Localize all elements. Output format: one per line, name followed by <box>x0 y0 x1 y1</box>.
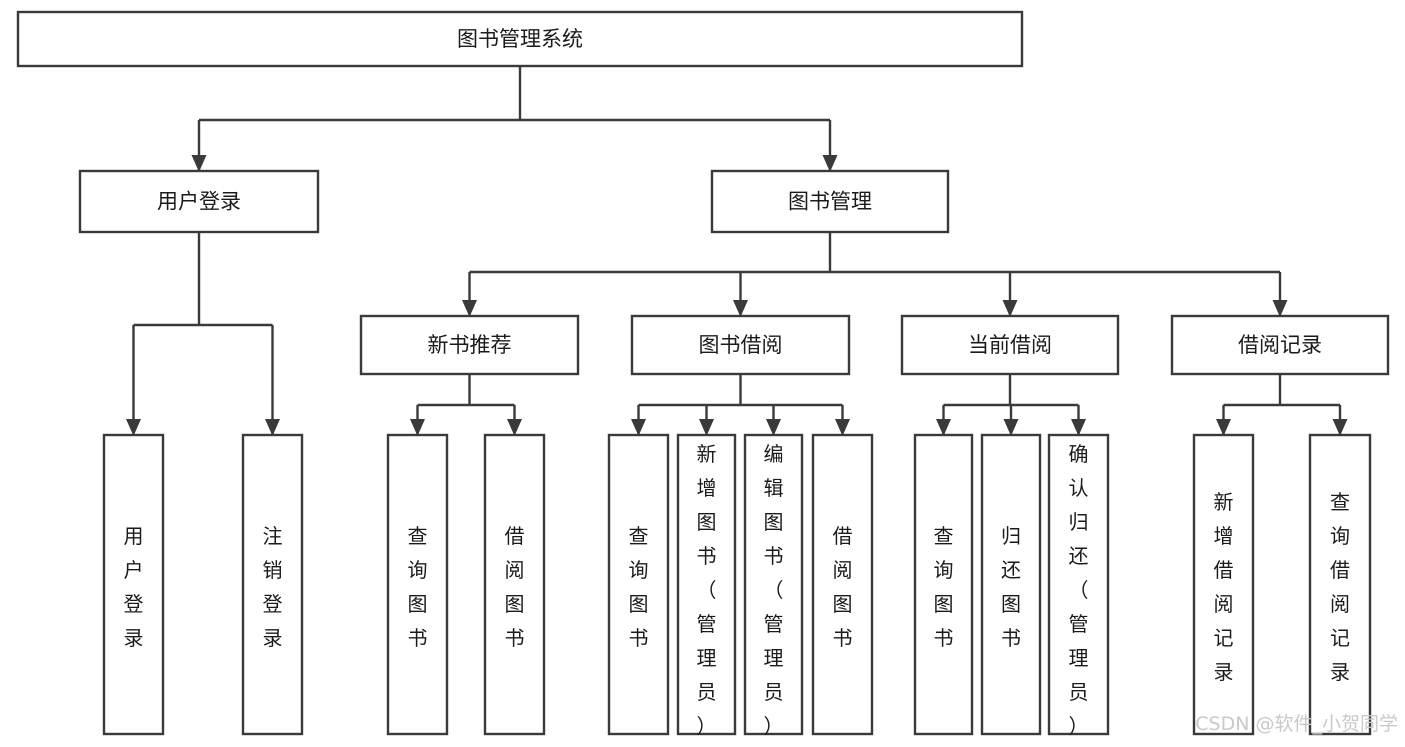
node-查询借阅记录-leaf-12[interactable]: 查询借阅记录 <box>1308 433 1372 736</box>
bookmgmt-to-l3-arrow-2 <box>1002 300 1018 317</box>
node-新增借阅记录-leaf-11-label: 新增借阅记录 <box>1214 490 1234 684</box>
node-查询图书-leaf-8-box[interactable] <box>913 433 974 736</box>
node-图书管理-l2-label: 图书管理 <box>788 190 872 214</box>
node-图书管理系统-root[interactable]: 图书管理系统 <box>16 10 1024 68</box>
node-新书推荐-to-leaves-arrow-1 <box>507 419 522 436</box>
node-新书推荐-l3-box[interactable] <box>359 314 580 376</box>
node-注销登录-leaf-1[interactable]: 注销登录 <box>241 433 304 736</box>
login-to-leaves-arrow-1 <box>265 419 280 436</box>
node-当前借阅-l3-box[interactable] <box>900 314 1120 376</box>
node-layer: 图书管理系统用户登录图书管理新书推荐图书借阅当前借阅借阅记录用户登录注销登录查询… <box>16 10 1390 738</box>
node-借阅图书-leaf-7-box[interactable] <box>811 433 874 736</box>
node-编辑图书管理员-leaf-6-box[interactable] <box>743 433 804 736</box>
node-新书推荐-to-leaves-arrow-0 <box>410 419 425 436</box>
node-新增图书管理员-leaf-5-label: 新增图书（管理员） <box>697 442 717 738</box>
node-确认归还管理员-leaf-10-label: 确认归还（管理员） <box>1069 442 1089 738</box>
node-注销登录-leaf-1-label: 注销登录 <box>263 524 283 650</box>
node-编辑图书管理员-leaf-6[interactable]: 编辑图书（管理员） <box>743 433 804 738</box>
node-图书管理系统-root-label: 图书管理系统 <box>457 27 583 51</box>
node-用户登录-leaf-0-label: 用户登录 <box>124 524 144 650</box>
node-当前借阅-to-leaves-arrow-2 <box>1071 419 1086 436</box>
node-查询图书-leaf-4[interactable]: 查询图书 <box>607 433 670 736</box>
node-图书借阅-to-leaves-arrow-1 <box>699 419 714 436</box>
node-查询图书-leaf-8[interactable]: 查询图书 <box>913 433 974 736</box>
root-to-l2-arrow-0 <box>191 155 207 172</box>
node-当前借阅-l3-label: 当前借阅 <box>968 333 1052 357</box>
node-新增图书管理员-leaf-5[interactable]: 新增图书（管理员） <box>676 433 737 738</box>
node-确认归还管理员-leaf-10[interactable]: 确认归还（管理员） <box>1047 433 1110 738</box>
node-注销登录-leaf-1-box[interactable] <box>241 433 304 736</box>
node-借阅记录-l3-label: 借阅记录 <box>1238 333 1322 357</box>
node-新增借阅记录-leaf-11[interactable]: 新增借阅记录 <box>1192 433 1255 736</box>
node-编辑图书管理员-leaf-6-label: 编辑图书（管理员） <box>764 442 784 738</box>
node-查询借阅记录-leaf-12-label: 查询借阅记录 <box>1330 490 1350 684</box>
bookmgmt-to-l3-arrow-3 <box>1272 300 1288 317</box>
node-借阅记录-l3[interactable]: 借阅记录 <box>1170 314 1390 376</box>
node-借阅图书-leaf-3[interactable]: 借阅图书 <box>483 433 546 736</box>
node-确认归还管理员-leaf-10-box[interactable] <box>1047 433 1110 736</box>
node-借阅图书-leaf-7-label: 借阅图书 <box>833 524 853 650</box>
node-借阅记录-to-leaves-arrow-1 <box>1332 419 1348 436</box>
node-借阅记录-to-leaves-arrow-0 <box>1216 419 1231 436</box>
bookmgmt-to-l3-arrow-1 <box>733 300 748 317</box>
node-用户登录-l2-box[interactable] <box>78 169 320 234</box>
node-查询图书-leaf-4-box[interactable] <box>607 433 670 736</box>
node-归还图书-leaf-9[interactable]: 归还图书 <box>980 433 1042 736</box>
node-当前借阅-to-leaves-arrow-1 <box>1003 419 1019 436</box>
node-查询借阅记录-leaf-12-box[interactable] <box>1308 433 1372 736</box>
node-查询图书-leaf-2-label: 查询图书 <box>408 524 428 650</box>
watermark-label: CSDN @软件_小贺同学 <box>1195 713 1398 735</box>
node-借阅图书-leaf-7[interactable]: 借阅图书 <box>811 433 874 736</box>
node-归还图书-leaf-9-label: 归还图书 <box>1001 524 1021 650</box>
node-图书管理-l2-box[interactable] <box>710 169 950 234</box>
node-新增借阅记录-leaf-11-box[interactable] <box>1192 433 1255 736</box>
node-图书借阅-l3-box[interactable] <box>630 314 851 376</box>
node-图书管理-l2[interactable]: 图书管理 <box>710 169 950 234</box>
node-图书借阅-to-leaves-arrow-3 <box>835 419 850 436</box>
bookmgmt-to-l3-arrow-0 <box>462 300 477 317</box>
node-用户登录-leaf-0[interactable]: 用户登录 <box>102 433 165 736</box>
node-当前借阅-to-leaves-arrow-0 <box>936 419 951 436</box>
node-图书借阅-to-leaves-arrow-2 <box>766 419 781 436</box>
node-新增图书管理员-leaf-5-box[interactable] <box>676 433 737 736</box>
node-用户登录-leaf-0-box[interactable] <box>102 433 165 736</box>
node-当前借阅-l3[interactable]: 当前借阅 <box>900 314 1120 376</box>
node-图书借阅-l3[interactable]: 图书借阅 <box>630 314 851 376</box>
node-用户登录-l2[interactable]: 用户登录 <box>78 169 320 234</box>
node-查询图书-leaf-4-label: 查询图书 <box>629 524 649 650</box>
node-图书借阅-to-leaves-arrow-0 <box>631 419 646 436</box>
node-借阅图书-leaf-3-label: 借阅图书 <box>505 524 525 650</box>
connector-layer <box>126 66 1348 436</box>
node-图书借阅-l3-label: 图书借阅 <box>699 333 783 357</box>
node-新书推荐-l3-label: 新书推荐 <box>428 333 512 357</box>
node-查询图书-leaf-8-label: 查询图书 <box>934 524 954 650</box>
node-新书推荐-l3[interactable]: 新书推荐 <box>359 314 580 376</box>
node-查询图书-leaf-2[interactable]: 查询图书 <box>386 433 449 736</box>
node-用户登录-l2-label: 用户登录 <box>157 190 241 214</box>
node-借阅记录-l3-box[interactable] <box>1170 314 1390 376</box>
node-查询图书-leaf-2-box[interactable] <box>386 433 449 736</box>
node-归还图书-leaf-9-box[interactable] <box>980 433 1042 736</box>
login-to-leaves-arrow-0 <box>126 419 141 436</box>
node-借阅图书-leaf-3-box[interactable] <box>483 433 546 736</box>
node-图书管理系统-root-box[interactable] <box>16 10 1024 68</box>
root-to-l2-arrow-1 <box>822 155 838 172</box>
